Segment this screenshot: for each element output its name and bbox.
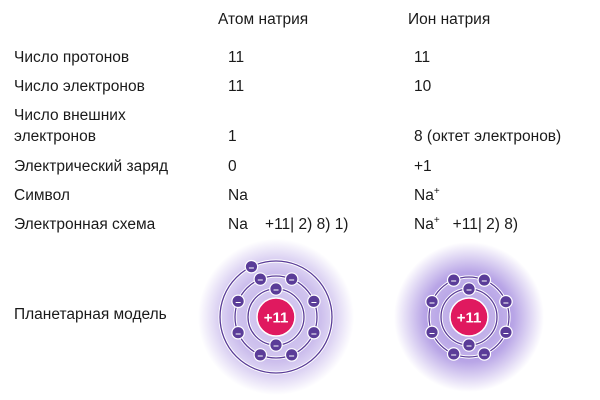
atom-electron-sign-shell2-8: –: [258, 275, 264, 286]
ion-symbol-charge: +: [433, 185, 440, 197]
ion-electron-shell2-2: [499, 294, 513, 309]
atom-electron-sign-shell2-7: –: [235, 297, 241, 308]
ion-protons: 11: [414, 49, 431, 66]
atom-electron-sign-shell2-6: –: [235, 328, 241, 339]
atom-electron-sign-shell2-1: –: [289, 275, 295, 286]
ion-electron-sign-shell1-2: –: [466, 341, 472, 352]
atom-electron-shell2-1: [284, 272, 299, 286]
ion-scheme-shells: +11| 2) 8): [452, 216, 519, 233]
atom-electron-sign-shell2-5: –: [258, 350, 264, 361]
ion-outer-electrons: 8 (октет электронов): [414, 128, 562, 145]
ion-electron-scheme: Na+ +11| 2) 8): [414, 214, 518, 235]
ion-symbol: Na+: [414, 185, 440, 206]
atom-electron-shell2-2: [307, 294, 321, 309]
atom-electron-sign-shell2-3: –: [311, 328, 317, 339]
atom-electron-sign-shell2-2: –: [311, 297, 317, 308]
atom-electron-shell1-1: [269, 282, 283, 296]
label-planetary-model: Планетарная модель: [14, 306, 167, 323]
ion-electron-shell2-3: [499, 325, 513, 340]
ion-electron-shell2-4: [477, 347, 492, 361]
label-outer-electrons-line2: электронов: [14, 128, 96, 145]
ion-orbit-line-2: [428, 276, 510, 358]
ion-electron-shell2-5: [446, 347, 461, 361]
label-electron-scheme: Электронная схема: [14, 216, 156, 233]
ion-electron-sign-shell2-4: –: [482, 350, 488, 361]
ion-scheme-base: Na: [414, 216, 434, 233]
label-symbol: Символ: [14, 187, 70, 204]
ion-electron-shell1-2: [462, 338, 476, 352]
label-electrons: Число электронов: [14, 78, 145, 95]
ion-electron-sign-shell2-5: –: [451, 350, 457, 361]
atom-electron-shell2-8: [253, 272, 268, 286]
ion-electron-sign-shell2-3: –: [503, 328, 509, 339]
atom-electron-shell3-1: [244, 259, 259, 274]
ion-nucleus: [449, 297, 489, 337]
ion-electron-sign-shell2-1: –: [482, 276, 488, 287]
ion-electron-shell2-1: [477, 273, 492, 287]
atom-protons: 11: [228, 49, 245, 66]
atom-electron-shell2-5: [253, 348, 268, 362]
ion-electron-sign-shell2-7: –: [429, 297, 435, 308]
atom-electron-shell2-6: [231, 325, 245, 340]
atom-orbit-line-2: [234, 275, 318, 359]
atom-electron-shell1-2: [269, 338, 283, 352]
ion-electron-shell2-6: [425, 325, 439, 340]
atom-electron-shell2-4: [284, 348, 299, 362]
ion-electron-shell2-8: [446, 273, 461, 287]
header-atom: Атом натрия: [218, 11, 309, 28]
ion-electron-shell2-7: [425, 294, 439, 309]
sodium-ion-model: +11 ––––––––––: [394, 242, 544, 392]
ion-electron-sign-shell2-6: –: [429, 328, 435, 339]
atom-electron-sign-shell1-2: –: [273, 341, 279, 352]
ion-nucleus-label: +11: [457, 310, 482, 327]
atom-electron-shell2-7: [231, 294, 245, 309]
ion-electron-sign-shell2-2: –: [503, 297, 509, 308]
atom-electron-sign-shell2-4: –: [289, 350, 295, 361]
header-ion: Ион натрия: [408, 11, 491, 28]
ion-electrons: 10: [414, 78, 432, 95]
atom-electron-sign-shell3-1: –: [249, 262, 255, 273]
label-protons: Число протонов: [14, 49, 130, 66]
atom-electrons: 11: [228, 78, 245, 95]
ion-scheme-charge: +: [433, 214, 440, 226]
atom-electron-shell2-3: [307, 325, 321, 340]
label-outer-electrons-line1: Число внешних: [14, 107, 126, 124]
atom-nucleus-label: +11: [264, 310, 289, 327]
atom-symbol: Na: [228, 187, 248, 204]
ion-electron-shell1-1: [462, 282, 476, 296]
sodium-atom-model: +11 –––––––––––: [198, 239, 354, 395]
atom-orbit-line-3: [219, 260, 333, 374]
ion-symbol-base: Na: [414, 187, 434, 204]
ion-electron-sign-shell1-1: –: [466, 285, 472, 296]
atom-charge: 0: [228, 158, 237, 175]
atom-nucleus: [256, 297, 296, 337]
atom-electron-sign-shell1-1: –: [273, 285, 279, 296]
atom-outer-electrons: 1: [228, 128, 237, 145]
ion-electron-sign-shell2-8: –: [451, 276, 457, 287]
label-charge: Электрический заряд: [14, 158, 169, 175]
ion-charge: +1: [414, 158, 432, 175]
atom-electron-scheme: Na +11| 2) 8) 1): [228, 216, 349, 233]
